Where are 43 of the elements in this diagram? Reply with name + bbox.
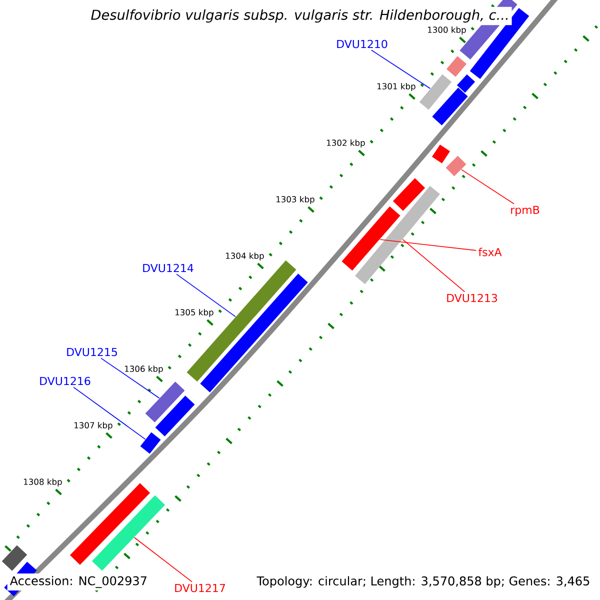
- gene-label: DVU1214: [143, 264, 194, 272]
- gene-bar: [446, 156, 466, 176]
- leader-line: [73, 386, 146, 440]
- gene-label: DVU1213: [447, 294, 498, 302]
- gene-label: fsxA: [478, 248, 502, 256]
- scale-label: 1307 kbp: [74, 422, 112, 430]
- gene-label: DVU1217: [175, 584, 225, 592]
- gene-bar: [140, 432, 161, 454]
- leader-line: [134, 537, 192, 582]
- gene-bar: [355, 186, 440, 284]
- leader-line: [371, 50, 431, 89]
- leader-line: [402, 239, 466, 292]
- leader-line: [100, 358, 160, 399]
- gene-bar: [92, 495, 166, 571]
- gene-bar: [432, 144, 450, 164]
- genome-info-text: Topology: circular; Length: 3,570,858 bp; Genes: 3,465: [254, 574, 593, 590]
- gene-label: DVU1216: [40, 376, 90, 386]
- scale-label: 1303 kbp: [276, 196, 314, 204]
- scale-label: 1308 kbp: [24, 478, 62, 487]
- gene-bar: [342, 206, 400, 271]
- accession-text: Accession: NC_002937: [7, 574, 150, 590]
- scale-label: 1301 kbp: [378, 82, 416, 92]
- scale-label: 1306 kbp: [125, 365, 163, 374]
- leader-line: [176, 274, 236, 318]
- title: Desulfovibrio vulgaris subsp. vulgaris str. Hildenborough, c...: [88, 6, 512, 26]
- gene-label: DVU1215: [67, 348, 117, 356]
- gene-bar: [155, 396, 195, 436]
- gene-bar: [446, 56, 467, 77]
- gene-bar: [145, 382, 185, 422]
- gene-label: DVU1210: [337, 40, 388, 48]
- gene-bar: [200, 274, 308, 392]
- gene-bar: [432, 88, 468, 126]
- leader-line: [379, 239, 477, 251]
- gene-bar: [419, 74, 452, 110]
- scale-label: 1305 kbp: [176, 308, 214, 318]
- scale-label: 1300 kbp: [428, 26, 466, 35]
- leader-line: [461, 169, 514, 204]
- gene-bar: [456, 74, 476, 93]
- scale-label: 1302 kbp: [327, 139, 365, 148]
- gene-label: rpmB: [511, 206, 540, 216]
- gene-bar: [392, 178, 426, 211]
- scale-label: 1304 kbp: [226, 252, 264, 261]
- gene-bar: [70, 483, 150, 565]
